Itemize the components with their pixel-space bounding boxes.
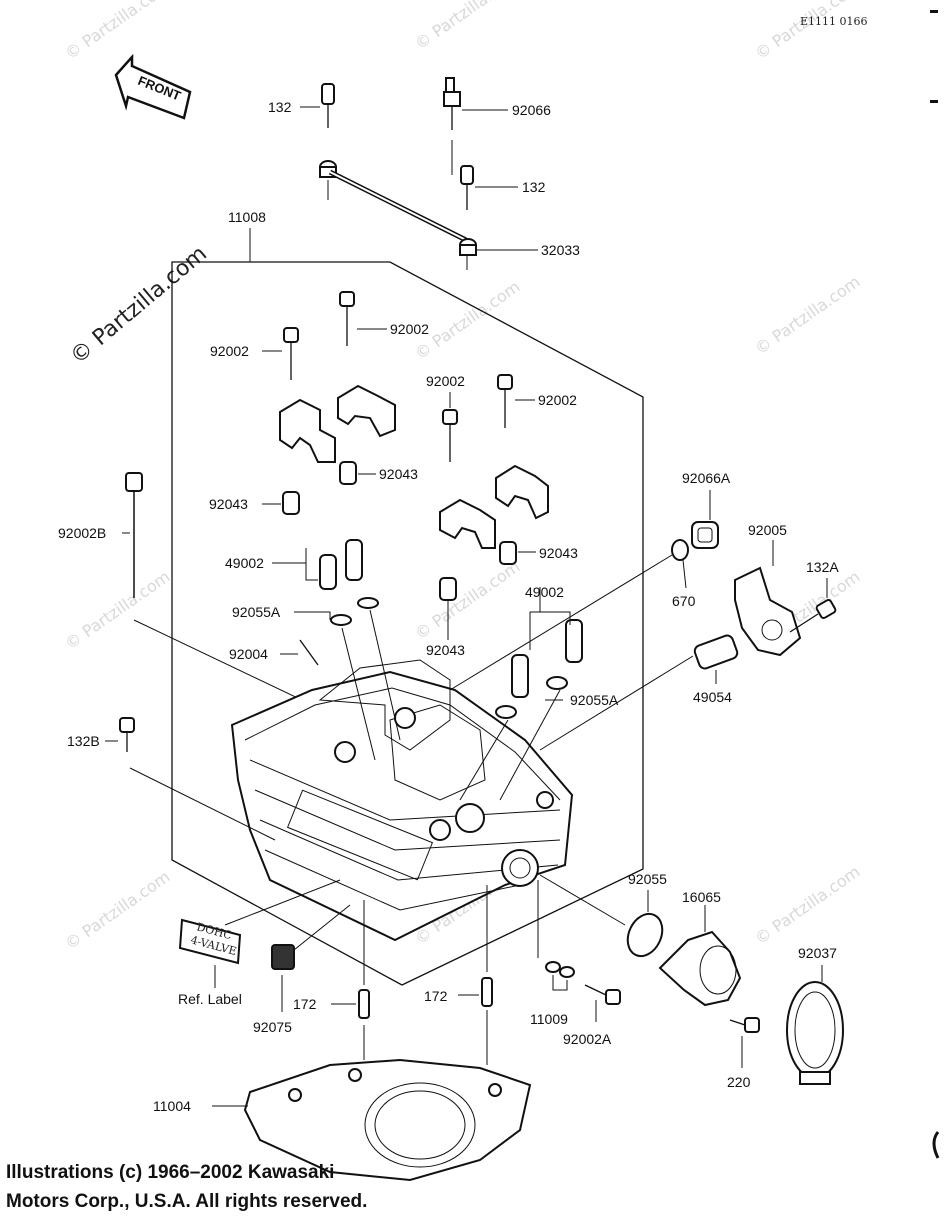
watermark: © Partzilla.com <box>61 867 173 953</box>
part-label: 11004 <box>153 1098 191 1114</box>
valve-guide-49002-set <box>272 539 583 698</box>
leader-line <box>682 559 687 589</box>
part-label: 11009 <box>530 1011 568 1027</box>
cylinder-head <box>230 609 574 942</box>
part-label: 172 <box>293 996 317 1012</box>
top-bracket <box>319 77 477 270</box>
part-label: 92055A <box>570 692 619 708</box>
part-label: 92037 <box>798 945 837 961</box>
part-labels: 132 92066 132 32033 11008 92002 92002 92… <box>58 99 839 1114</box>
part-label: 16065 <box>682 889 721 905</box>
watermark: © Partzilla.com <box>61 0 173 63</box>
part-label: 92002 <box>426 373 465 389</box>
ref-label-text: Ref. Label <box>178 991 242 1007</box>
watermark: © Partzilla.com <box>751 272 863 358</box>
watermark: © Partzilla.com <box>411 557 523 643</box>
part-label: 132 <box>522 179 546 195</box>
thermostat-housing-92005 <box>734 540 802 657</box>
dowel-172-set <box>331 885 493 1065</box>
leader-lines <box>249 106 538 262</box>
bolt-92002A <box>584 984 621 1022</box>
part-label: 670 <box>672 593 696 609</box>
part-label: 92066 <box>512 102 551 118</box>
plug-92066A <box>691 490 719 549</box>
copyright-notice: Illustrations (c) 1966–2002 Kawasaki Mot… <box>6 1158 367 1216</box>
copyright-line-1: Illustrations (c) 1966–2002 Kawasaki <box>6 1162 335 1183</box>
part-label: 92002A <box>563 1031 612 1047</box>
part-label: 92002 <box>210 343 249 359</box>
part-label: 49054 <box>693 689 732 705</box>
part-label: 92002B <box>58 525 106 541</box>
leader-line <box>449 554 673 691</box>
part-label: 92004 <box>229 646 268 662</box>
bolt-92002-set <box>262 291 535 462</box>
oring-92055 <box>539 874 664 958</box>
part-label: 92043 <box>539 545 578 561</box>
part-label: 92002 <box>390 321 429 337</box>
washer-11009-set <box>537 880 575 991</box>
clip-92075 <box>271 904 351 1012</box>
edge-glyph <box>932 1131 940 1159</box>
edge-mark <box>930 10 938 13</box>
oring-670 <box>671 539 689 561</box>
thermostat-49054 <box>539 634 739 751</box>
part-label: 92055A <box>232 604 281 620</box>
diagram-code: E1111 0166 <box>800 15 868 28</box>
part-label: 92055 <box>628 871 667 887</box>
dowel-92043-set <box>262 461 536 640</box>
assembly-outline <box>171 261 644 986</box>
watermark: © Partzilla.com <box>411 0 523 53</box>
part-label: 11008 <box>228 209 266 225</box>
bolt-132B <box>105 717 276 841</box>
copyright-line-2: Motors Corp., U.S.A. All rights reserved… <box>6 1191 368 1212</box>
bolt-132A <box>789 578 837 633</box>
watermark: © Partzilla.com <box>61 567 173 653</box>
part-label: 132 <box>268 99 292 115</box>
hose-clamp-92037 <box>786 965 844 1085</box>
part-label: 92043 <box>426 642 465 658</box>
part-label: 132A <box>806 559 839 575</box>
part-label: 32033 <box>541 242 580 258</box>
part-label: 132B <box>67 733 100 749</box>
part-label: 92002 <box>538 392 577 408</box>
bolt-92002B <box>122 472 391 743</box>
part-label: 92066A <box>682 470 731 486</box>
part-label: 92043 <box>209 496 248 512</box>
watermark: © Partzilla.com <box>751 0 863 63</box>
oring-92055A-set <box>294 597 568 719</box>
cam-caps <box>279 384 549 549</box>
stud-92004 <box>280 639 319 666</box>
bolt-220 <box>729 1017 760 1068</box>
water-pipe-16065 <box>658 905 742 1007</box>
part-label: 220 <box>727 1074 751 1090</box>
part-label: 172 <box>424 988 448 1004</box>
edge-mark <box>930 100 938 103</box>
part-label: 92075 <box>253 1019 292 1035</box>
part-label: 92005 <box>748 522 787 538</box>
front-arrow-icon: FRONT <box>114 53 192 120</box>
part-label: 49002 <box>225 555 264 571</box>
head-gasket-11004 <box>212 1058 532 1182</box>
watermark: © Partzilla.com <box>751 862 863 948</box>
part-label: 49002 <box>525 584 564 600</box>
watermark-main: © Partzilla.com <box>66 241 212 369</box>
part-label: 92043 <box>379 466 418 482</box>
